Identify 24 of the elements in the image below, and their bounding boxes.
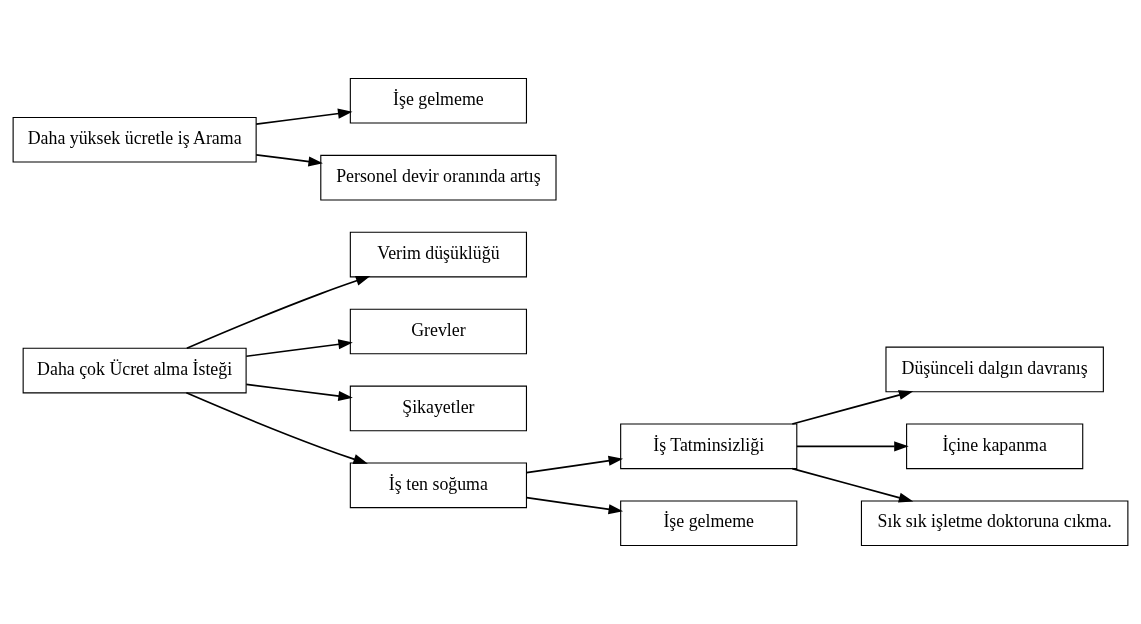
node-box: Sık sık işletme doktoruna cıkma. xyxy=(860,500,1129,547)
arrow xyxy=(791,467,914,503)
node-box: Daha yüksek ücretle iş Arama xyxy=(12,116,257,163)
arrow xyxy=(245,339,353,358)
arrow xyxy=(525,455,624,474)
node-box: İş Tatminsizliği xyxy=(620,423,798,470)
arrow xyxy=(525,496,624,515)
node-box: İş ten soğuma xyxy=(349,462,528,509)
node-box: Şikayetler xyxy=(349,385,528,432)
arrow xyxy=(255,154,323,167)
arrow xyxy=(791,390,914,425)
arrow xyxy=(245,383,353,402)
node-box: İşe gelmeme xyxy=(349,77,528,124)
node-box: Düşünceli dalgın davranış xyxy=(885,346,1104,393)
node-box: Personel devir oranında artış xyxy=(320,154,557,201)
node-box: İşe gelmeme xyxy=(620,500,798,547)
node-box: İçine kapanma xyxy=(906,423,1084,470)
node-box: Grevler xyxy=(349,308,528,355)
arrow xyxy=(796,441,909,452)
arrow xyxy=(255,108,353,126)
arrow xyxy=(185,392,368,464)
node-box: Verim düşüklüğü xyxy=(349,231,528,278)
node-box: Daha çok Ücret alma İsteği xyxy=(22,347,247,394)
arrow xyxy=(185,275,371,349)
